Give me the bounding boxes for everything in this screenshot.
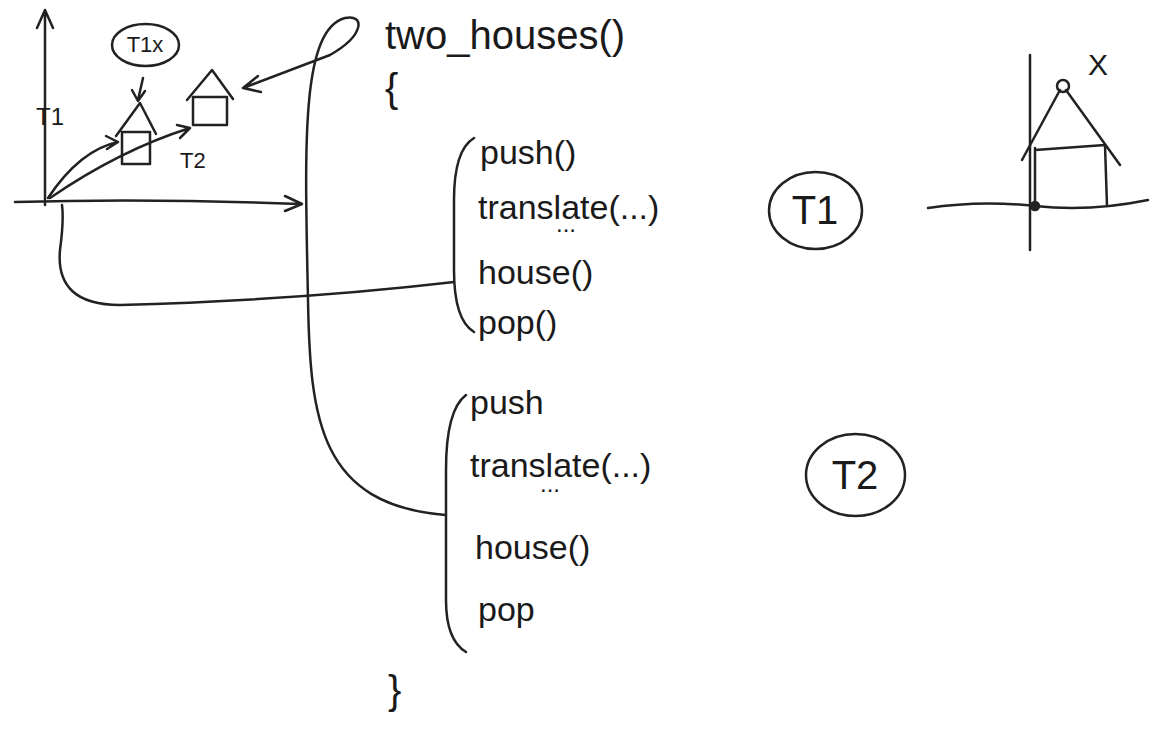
point-marker — [1057, 80, 1069, 92]
code-line: house() — [475, 530, 590, 564]
circle-text: T1 — [767, 190, 864, 230]
circle-text: T1x — [110, 34, 181, 56]
point-label: X — [1088, 50, 1108, 80]
transform-arrow — [48, 136, 118, 198]
transform-arrow — [50, 125, 190, 198]
transform-label: T1 — [36, 105, 64, 129]
circled-label: T2 — [804, 432, 907, 518]
circle-text: T2 — [804, 455, 907, 495]
bracket — [454, 138, 474, 332]
pointer-arrow — [132, 78, 145, 101]
x-axis — [15, 196, 302, 211]
code-line: push() — [480, 135, 576, 169]
house-sketch — [1022, 90, 1120, 206]
y-axis — [1029, 55, 1032, 250]
leader-curve — [243, 18, 446, 515]
origin-dot — [1031, 202, 1039, 210]
bracket — [446, 395, 466, 652]
transform-label: T2 — [180, 150, 206, 172]
function-name: two_houses() — [385, 15, 625, 55]
ellipsis: ... — [556, 212, 576, 236]
code-line: push — [470, 385, 544, 419]
brace: } — [388, 670, 401, 710]
house-sketch — [187, 70, 233, 125]
code-line: pop() — [478, 305, 557, 339]
leader-curve — [60, 205, 454, 305]
circled-label: T1 — [767, 170, 864, 251]
ellipsis: ... — [540, 472, 560, 496]
brace: { — [385, 68, 398, 108]
code-line: pop — [478, 592, 535, 626]
code-line: translate(...) — [470, 448, 651, 482]
code-line: house() — [478, 255, 593, 289]
circled-label: T1x — [110, 22, 181, 68]
